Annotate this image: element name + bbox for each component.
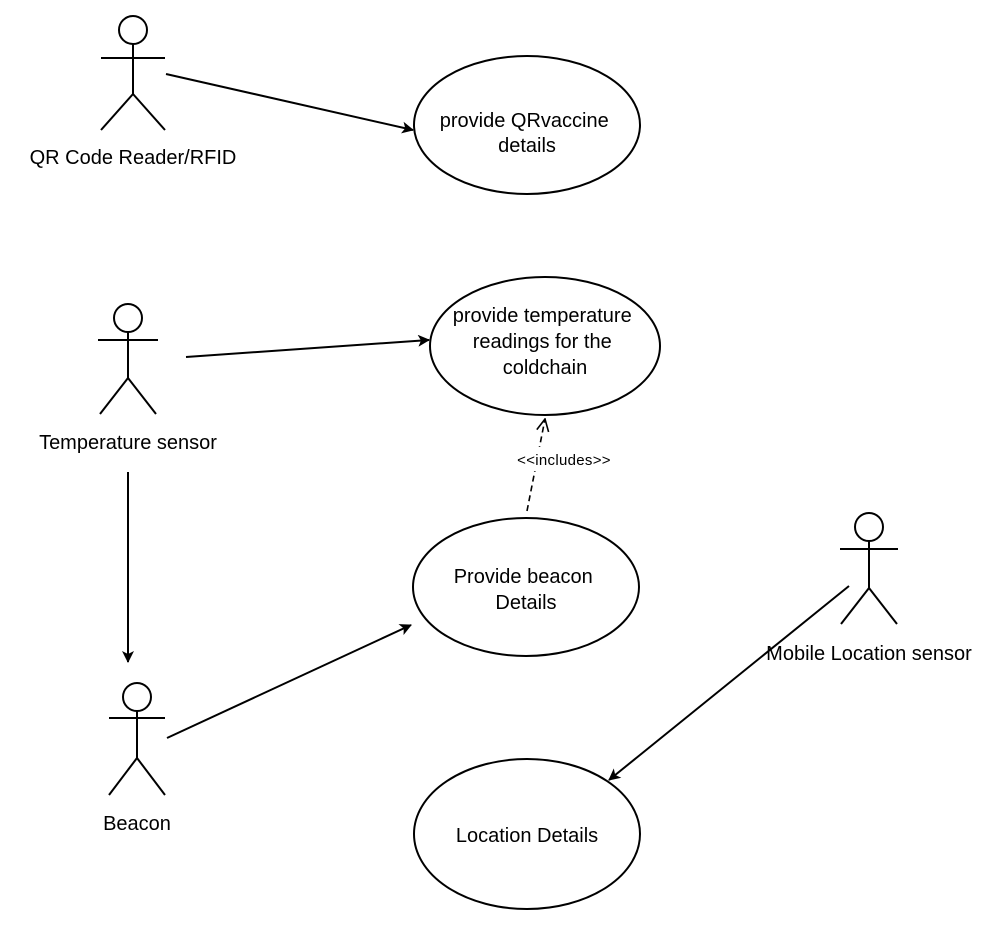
include-dependency-arrow [526,419,545,512]
use-case-line: Provide beacon [454,566,593,588]
use-case-line: Location Details [456,825,598,847]
use-case-line: Details [495,592,556,614]
association-arrow [166,624,412,739]
use-case-label: provide temperature readings for the col… [453,305,638,379]
stick-figure-icon [840,512,898,625]
actor-label: QR Code Reader/RFID [30,147,237,169]
use-case-label: Location Details [456,825,598,847]
actor-qr-reader: QR Code Reader/RFID [30,15,237,169]
actor-mobile-location-sensor [840,512,898,625]
use-case-qr-details: provide QRvaccine details [413,55,641,195]
actor-temperature-sensor: Temperature sensor [39,303,217,454]
association-arrow [185,334,430,358]
association-arrow [608,585,850,781]
actor-label: Beacon [103,813,171,835]
use-case-line: coldchain [503,357,588,379]
include-label: <<includes>> [517,452,611,469]
stick-figure-icon [108,682,166,796]
use-case-line: details [498,135,556,157]
actor-label: Mobile Location sensor [766,643,972,665]
stick-figure-icon [100,15,166,131]
actor-beacon: Beacon [103,682,171,835]
use-case-line: provide QRvaccine [440,110,609,132]
use-case-label: Provide beacon Details [454,566,599,614]
association-arrow [165,73,414,134]
use-case-line: readings for the [473,331,612,353]
include-label-background [497,447,629,471]
use-case-line: provide temperature [453,305,632,327]
use-case-location-details: Location Details [413,758,641,910]
actor-label: Temperature sensor [39,432,217,454]
use-case-temperature-readings: provide temperature readings for the col… [429,276,661,416]
use-case-label: provide QRvaccine details [440,110,615,157]
use-case-beacon-details: Provide beacon Details [412,517,640,657]
stick-figure-icon [98,303,158,415]
